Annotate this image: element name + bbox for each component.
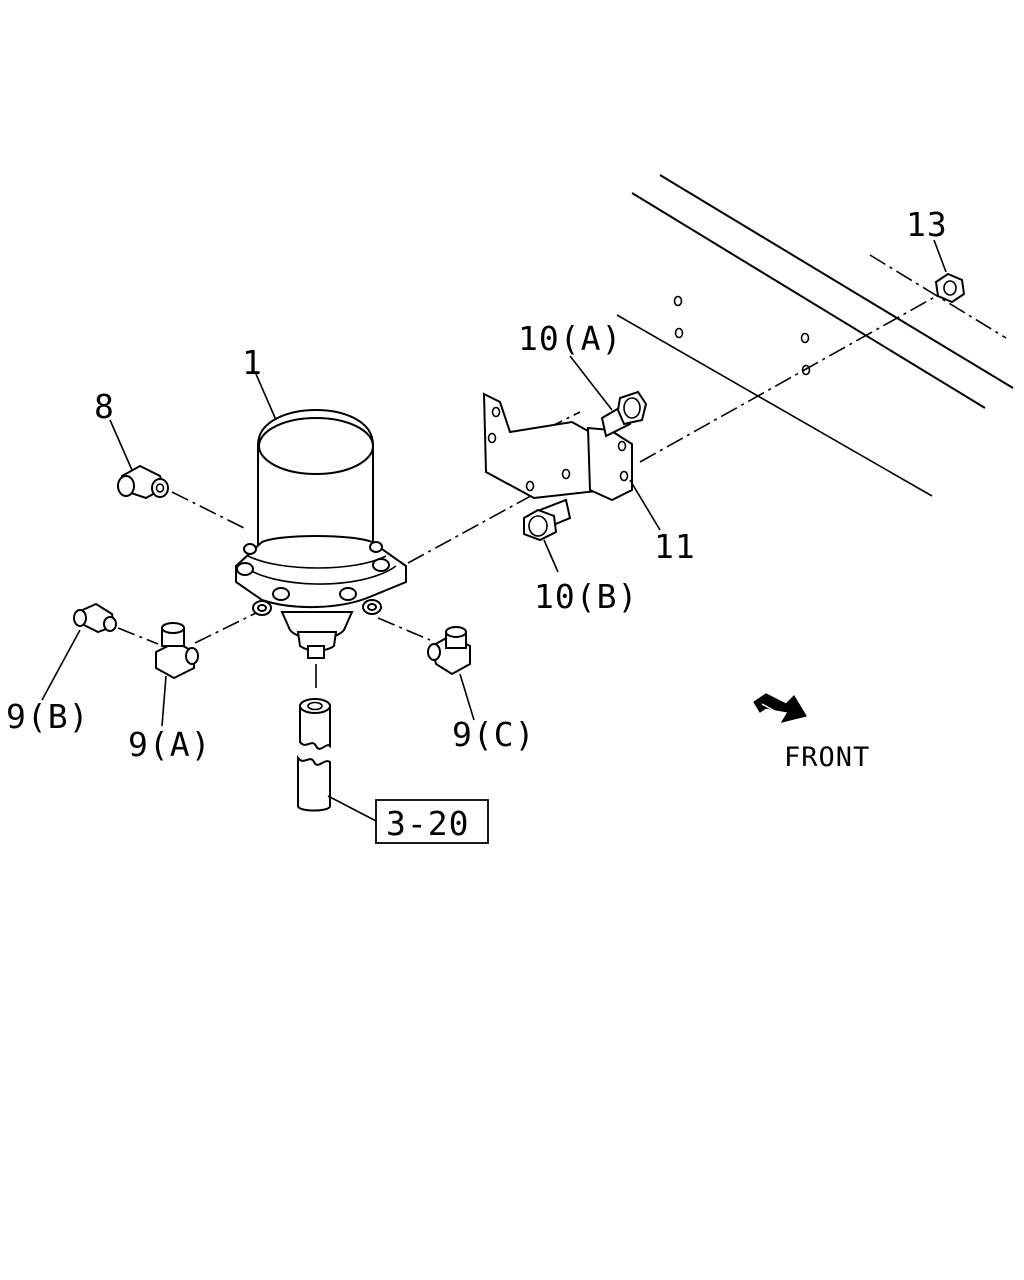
callout-part-10a: 10(A)	[518, 319, 622, 358]
leader-part-1	[255, 373, 277, 421]
callout-part-9b: 9(B)	[6, 697, 89, 736]
front-direction-arrow-icon	[753, 693, 807, 723]
nut-13	[933, 239, 966, 304]
callout-part-11: 11	[654, 527, 696, 566]
callout-ref-3-20: 3-20	[386, 804, 469, 843]
frame-rail	[616, 174, 1014, 497]
callout-part-9a: 9(A)	[128, 725, 211, 764]
callout-part-10b: 10(B)	[534, 577, 638, 616]
fitting-9c	[427, 626, 475, 721]
flange-bolts	[236, 541, 390, 601]
air-dryer-housing	[235, 408, 407, 688]
bolt-10a	[569, 355, 648, 438]
fitting-9a	[155, 622, 199, 727]
front-direction-label: FRONT	[784, 742, 870, 773]
reference-box	[375, 799, 489, 844]
bolt-10b	[523, 498, 572, 573]
fitting-9b	[41, 602, 159, 701]
fitting-8	[109, 419, 169, 500]
callout-part-13: 13	[906, 205, 948, 244]
bracket-11	[482, 392, 661, 531]
drain-hose	[297, 698, 379, 823]
callout-part-8: 8	[94, 387, 115, 426]
callout-part-1: 1	[242, 343, 263, 382]
callout-part-9c: 9(C)	[452, 715, 535, 754]
